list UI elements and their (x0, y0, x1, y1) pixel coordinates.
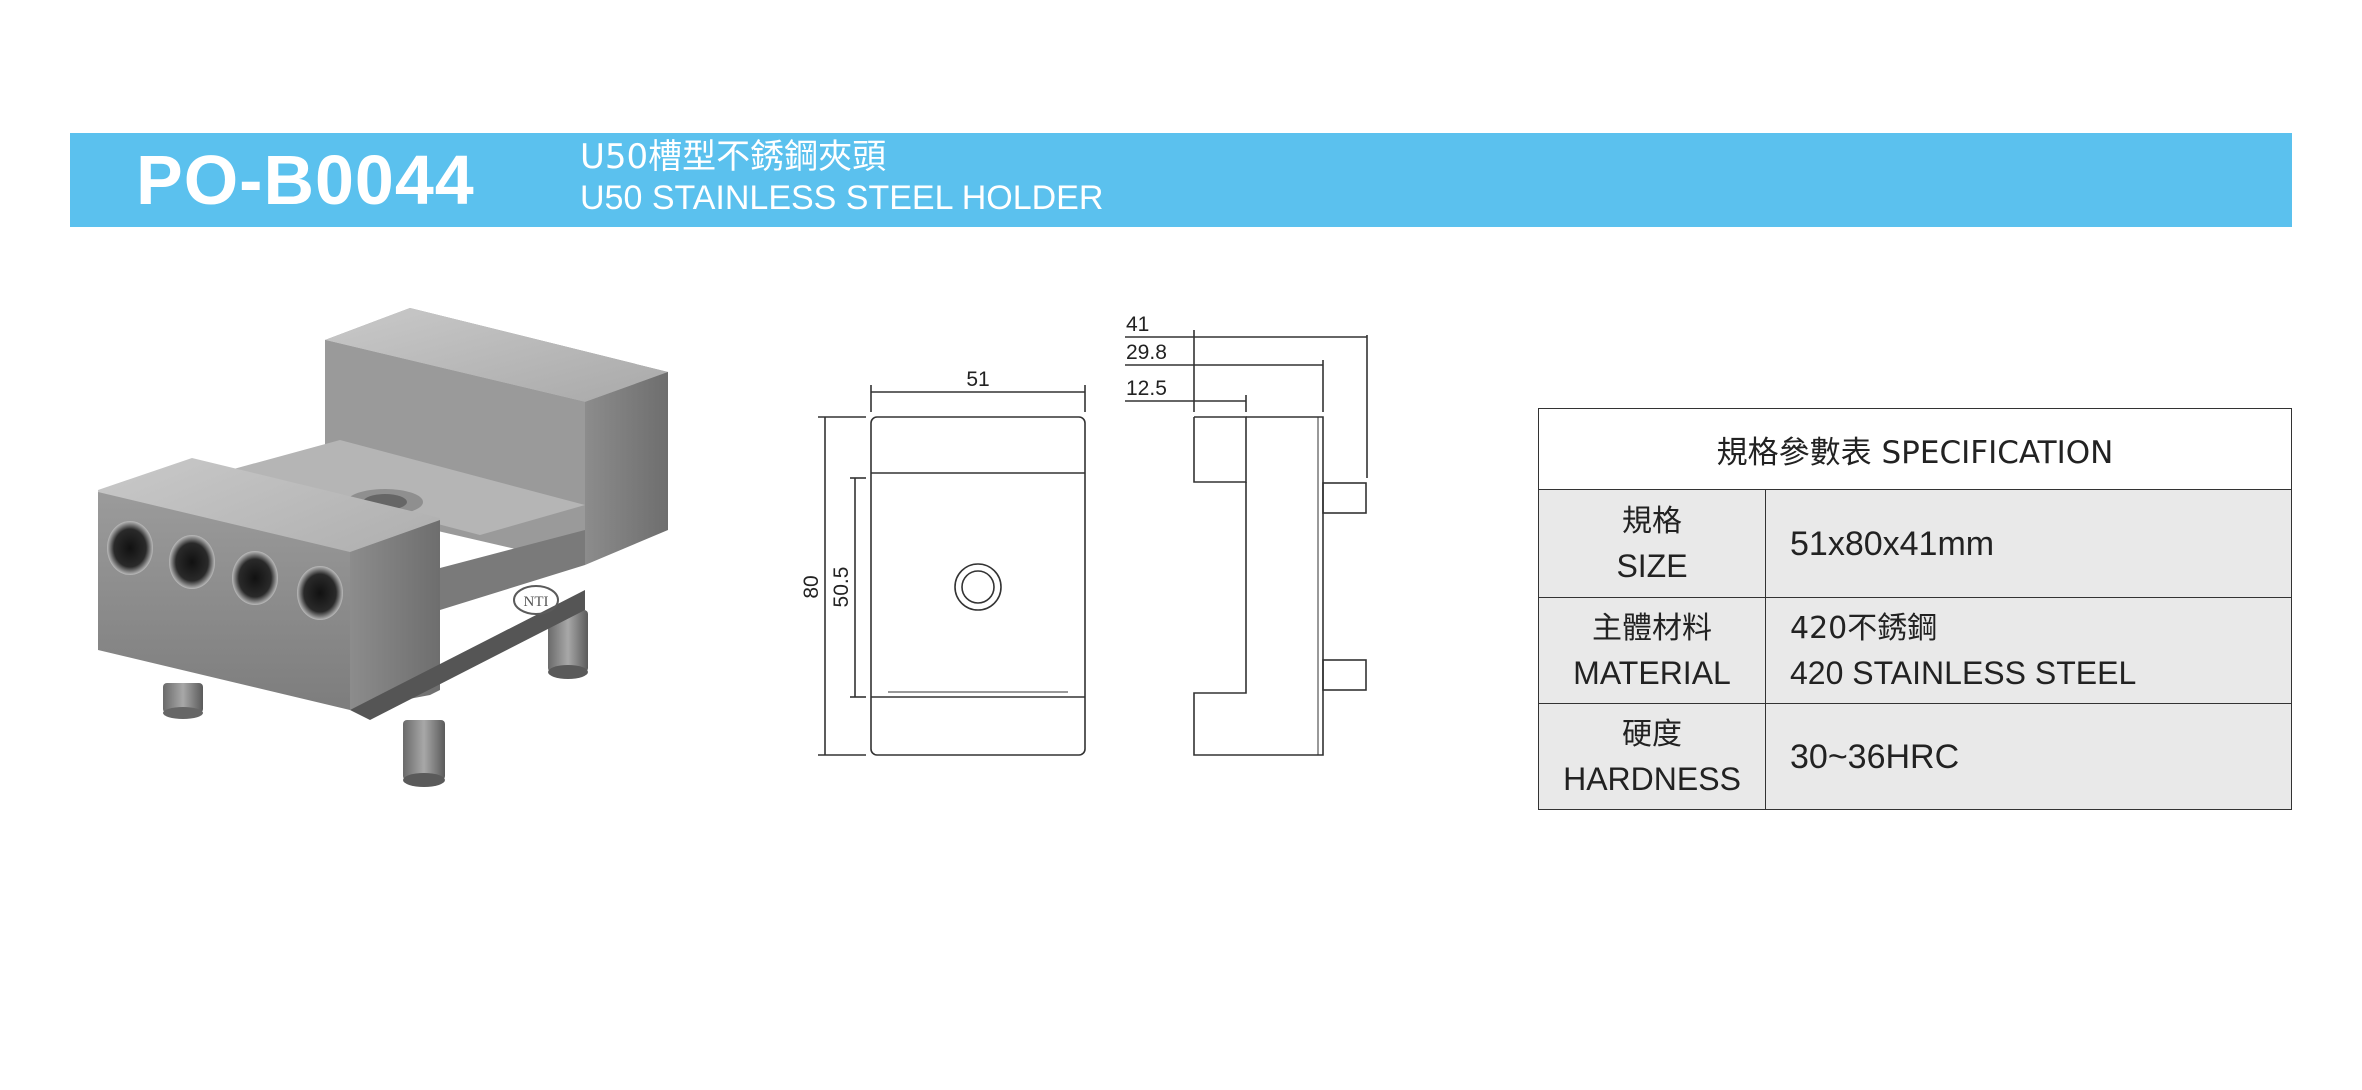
spec-label-size: 規格 SIZE (1538, 489, 1766, 598)
dim-slot-depth: 12.5 (1126, 377, 1167, 400)
spec-value-size: 51x80x41mm (1765, 489, 2292, 598)
table-row: 主體材料 MATERIAL 420不銹鋼 420 STAINLESS STEEL (1538, 597, 2292, 704)
dim-width: 51 (966, 368, 989, 391)
spec-value-material: 420不銹鋼 420 STAINLESS STEEL (1765, 597, 2292, 704)
svg-text:NTI: NTI (524, 594, 549, 610)
spec-value-hardness: 30~36HRC (1765, 703, 2292, 810)
product-code: PO-B0044 (136, 141, 475, 219)
header-banner: PO-B0044 U50槽型不銹鋼夾頭 U50 STAINLESS STEEL … (70, 133, 2292, 227)
spec-table: 規格參數表 SPECIFICATION 規格 SIZE 51x80x41mm 主… (1538, 408, 2292, 810)
nti-logo-icon: NTI (513, 585, 559, 615)
table-row: 硬度 HARDNESS 30~36HRC (1538, 703, 2292, 810)
screw-holes (107, 521, 343, 620)
product-title-zh: U50槽型不銹鋼夾頭 (580, 137, 887, 177)
dim-depth: 41 (1126, 313, 1149, 336)
spec-label-material: 主體材料 MATERIAL (1538, 597, 1766, 704)
dim-body-depth: 29.8 (1126, 341, 1167, 364)
spec-label-hardness: 硬度 HARDNESS (1538, 703, 1766, 810)
product-title-en: U50 STAINLESS STEEL HOLDER (580, 179, 1104, 217)
technical-drawing: 51 80 50.5 41 29.8 12.5 (800, 313, 1368, 756)
dim-hole-height: 50.5 (830, 567, 853, 608)
dim-height: 80 (800, 575, 823, 598)
locating-pins (163, 610, 588, 787)
front-face (98, 492, 350, 710)
table-row: 規格 SIZE 51x80x41mm (1538, 489, 2292, 598)
spec-table-heading: 規格參數表 SPECIFICATION (1538, 408, 2292, 490)
product-render: NTI (98, 308, 668, 787)
